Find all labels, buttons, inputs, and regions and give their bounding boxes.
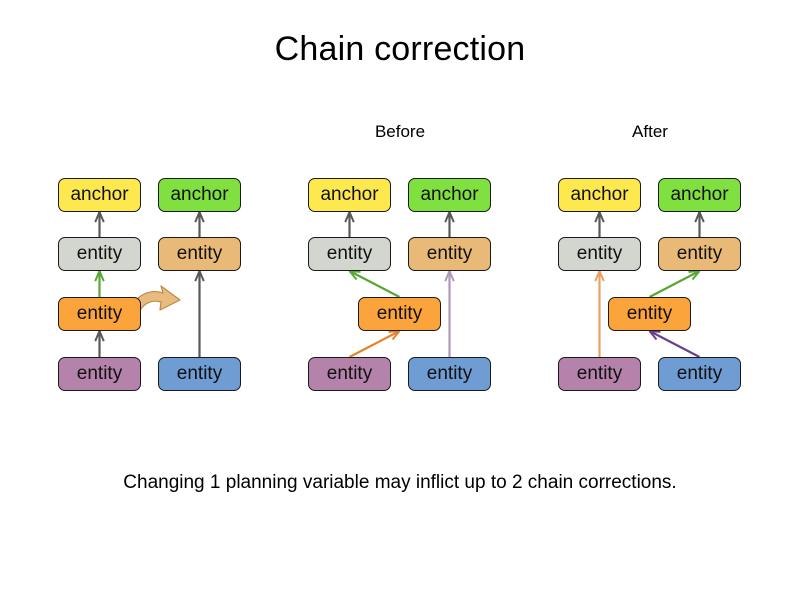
node-label: entity bbox=[576, 363, 623, 384]
node-label: entity bbox=[326, 243, 373, 264]
node-g1-entity-gray[interactable]: entity bbox=[58, 237, 141, 271]
edge-g1-entity-orange-to-g1-entity-gray bbox=[94, 270, 105, 297]
node-label: anchor bbox=[170, 184, 229, 205]
edge-g3-entity-gray-to-g3-anchor-left bbox=[594, 211, 605, 237]
edge-g3-entity-orange-to-g3-entity-tan bbox=[648, 270, 701, 298]
edge-g2-entity-tan-to-g2-anchor-right bbox=[444, 211, 455, 237]
section-label-after: After bbox=[632, 122, 668, 141]
edge-g2-entity-orange-to-g2-entity-gray bbox=[348, 270, 401, 298]
edge-g2-entity-purple-to-g2-entity-orange bbox=[348, 330, 401, 358]
node-label: entity bbox=[626, 303, 673, 324]
node-label: anchor bbox=[70, 184, 129, 205]
node-g3-entity-purple[interactable]: entity bbox=[558, 357, 641, 391]
node-label: entity bbox=[426, 363, 473, 384]
node-label: entity bbox=[76, 363, 123, 384]
node-g1-anchor-right[interactable]: anchor bbox=[158, 178, 241, 212]
node-g1-anchor-left[interactable]: anchor bbox=[58, 178, 141, 212]
edge-g1-entity-gray-to-g1-anchor-left bbox=[94, 211, 105, 237]
node-g2-anchor-right[interactable]: anchor bbox=[408, 178, 491, 212]
node-g3-entity-gray[interactable]: entity bbox=[558, 237, 641, 271]
node-g3-entity-tan[interactable]: entity bbox=[658, 237, 741, 271]
node-g3-anchor-left[interactable]: anchor bbox=[558, 178, 641, 212]
node-g2-entity-orange[interactable]: entity bbox=[358, 297, 441, 331]
node-g1-entity-tan[interactable]: entity bbox=[158, 237, 241, 271]
node-g2-entity-blue[interactable]: entity bbox=[408, 357, 491, 391]
node-label: entity bbox=[376, 303, 423, 324]
node-label: anchor bbox=[320, 184, 379, 205]
section-label-before: Before bbox=[374, 122, 426, 141]
edge-g1-entity-tan-to-g1-anchor-right bbox=[194, 211, 205, 237]
node-g2-entity-gray[interactable]: entity bbox=[308, 237, 391, 271]
node-label: entity bbox=[676, 243, 723, 264]
edge-g3-entity-tan-to-g3-anchor-right bbox=[694, 211, 705, 237]
node-label: entity bbox=[176, 363, 223, 384]
node-g2-entity-tan[interactable]: entity bbox=[408, 237, 491, 271]
node-label: anchor bbox=[670, 184, 729, 205]
node-label: anchor bbox=[420, 184, 479, 205]
node-label: entity bbox=[176, 243, 223, 264]
node-g1-entity-purple[interactable]: entity bbox=[58, 357, 141, 391]
edge-g1-entity-blue-to-g1-entity-tan bbox=[194, 270, 205, 357]
node-g2-anchor-left[interactable]: anchor bbox=[308, 178, 391, 212]
edge-g3-entity-purple-to-g3-entity-gray bbox=[594, 270, 605, 357]
node-label: entity bbox=[76, 243, 123, 264]
node-g3-entity-blue[interactable]: entity bbox=[658, 357, 741, 391]
node-label: entity bbox=[76, 303, 123, 324]
node-label: entity bbox=[576, 243, 623, 264]
node-g3-anchor-right[interactable]: anchor bbox=[658, 178, 741, 212]
node-g3-entity-orange[interactable]: entity bbox=[608, 297, 691, 331]
node-label: entity bbox=[676, 363, 723, 384]
edge-g2-entity-gray-to-g2-anchor-left bbox=[344, 211, 355, 237]
slide-caption: Changing 1 planning variable may inflict… bbox=[123, 472, 677, 493]
node-g1-entity-blue[interactable]: entity bbox=[158, 357, 241, 391]
edge-g2-entity-blue-to-g2-entity-tan bbox=[444, 270, 455, 357]
node-g1-entity-orange[interactable]: entity bbox=[58, 297, 141, 331]
edge-g1-entity-purple-to-g1-entity-orange bbox=[94, 330, 105, 357]
edge-g3-entity-blue-to-g3-entity-orange bbox=[648, 330, 701, 358]
node-label: anchor bbox=[570, 184, 629, 205]
node-label: entity bbox=[326, 363, 373, 384]
page-title: Chain correction bbox=[274, 30, 526, 68]
node-g2-entity-purple[interactable]: entity bbox=[308, 357, 391, 391]
node-label: entity bbox=[426, 243, 473, 264]
